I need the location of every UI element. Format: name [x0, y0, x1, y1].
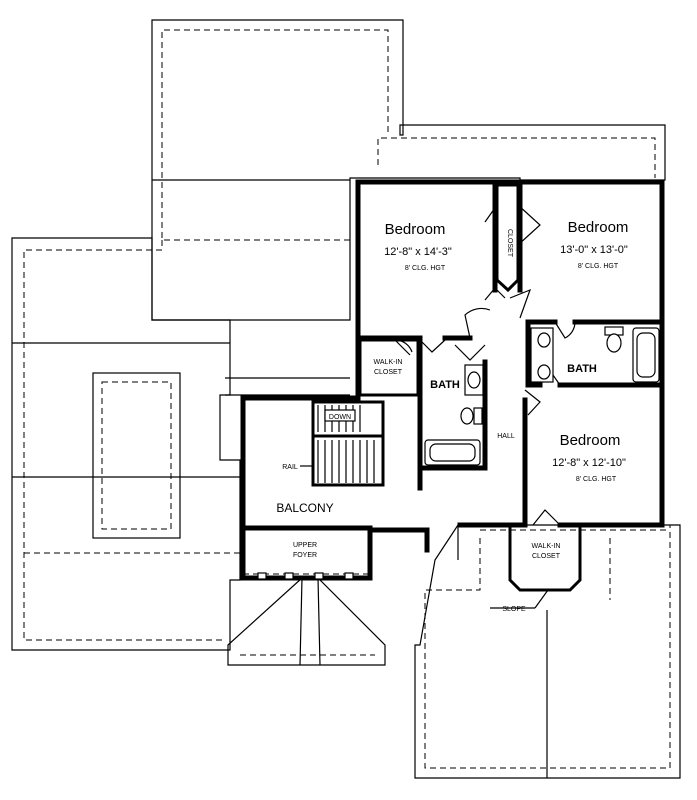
bath-left-toilet-tank — [473, 407, 483, 425]
walkin-closet-2-walls — [508, 525, 582, 592]
bath-right-tub-inner — [636, 332, 656, 378]
wall-exterior-top — [355, 179, 665, 528]
walkin-closet-1-label-1: WALK-IN — [374, 359, 403, 366]
bedroom-3-ceiling: 8' CLG. HGT — [576, 476, 617, 483]
bath-left-tub-inner — [429, 443, 476, 462]
roof-skylight — [92, 372, 181, 539]
roof-outlines — [11, 19, 681, 779]
door-bed3 — [524, 389, 541, 416]
foyer-window-3 — [314, 572, 324, 580]
walkin-closet-1-label-2: CLOSET — [374, 369, 403, 376]
wall-right-bottom — [457, 397, 528, 528]
walkin-closet-1: WALK-IN CLOSET — [358, 338, 420, 397]
wall-bed1-bottom — [355, 335, 423, 398]
walkin-closet-1-box — [358, 338, 420, 397]
bedroom-2-ceiling: 8' CLG. HGT — [578, 263, 619, 270]
dash-left — [23, 240, 225, 641]
closet-center-walls — [495, 183, 520, 293]
foyer-window-4 — [344, 572, 354, 580]
bath-left-label: BATH — [430, 379, 460, 391]
stair-down-label: DOWN — [329, 414, 351, 421]
bedroom-1-ceiling: 8' CLG. HGT — [405, 265, 446, 272]
door-hall — [484, 287, 506, 301]
bedroom-2: Bedroom 13'-0" x 13'-0" 8' CLG. HGT — [560, 219, 628, 270]
bedroom-1: Bedroom 12'-8" x 14'-3" 8' CLG. HGT — [384, 221, 452, 272]
roof-front-hip-2 — [317, 577, 321, 666]
bedroom-2-name: Bedroom — [568, 219, 629, 236]
walkin-closet-2-label-1: WALK-IN — [532, 543, 561, 550]
foyer-window-1 — [257, 572, 267, 580]
roof-top-garage — [151, 19, 666, 321]
dash-skylight — [101, 381, 172, 530]
upper-foyer-label-1: UPPER — [293, 542, 317, 549]
bath-right-toilet — [606, 333, 622, 353]
walkin-closet-2: WALK-IN CLOSET SLOPE — [490, 525, 582, 613]
closet-center-door-2 — [484, 204, 498, 223]
wall-balcony-outline — [240, 395, 430, 581]
walkin-closet-1-door — [394, 339, 413, 356]
roof-front-hip-1 — [299, 577, 303, 666]
dash-right — [424, 525, 671, 769]
bath-left-sink — [467, 371, 481, 389]
rail-label: RAIL — [282, 464, 298, 471]
bedroom-3-name: Bedroom — [560, 432, 621, 449]
door-bath-left-2 — [454, 344, 486, 361]
bedroom-3-dims: 12'-8" x 12'-10" — [552, 457, 626, 469]
roof-right-wing — [414, 524, 681, 779]
bedroom-1-name: Bedroom — [385, 221, 446, 238]
walls — [240, 179, 665, 581]
door-walkin-2 — [532, 509, 561, 526]
stair-down-box — [324, 409, 356, 422]
stair: DOWN RAIL — [282, 400, 385, 487]
slope-label: SLOPE — [502, 606, 526, 613]
bedroom-3: Bedroom 12'-8" x 12'-10" 8' CLG. HGT — [552, 432, 626, 483]
foyer-window-2 — [284, 572, 294, 580]
hall-label: HALL — [497, 433, 515, 440]
bath-right-label: BATH — [567, 363, 597, 375]
dash-top — [161, 29, 389, 241]
door-bed2 — [509, 288, 532, 319]
dash-top-right — [377, 137, 656, 178]
stair-box — [311, 400, 385, 487]
bedroom-2-dims: 13'-0" x 13'-0" — [560, 244, 628, 256]
walkin-closet-2-label-2: CLOSET — [532, 553, 561, 560]
foyer-front — [243, 572, 370, 580]
upper-foyer-label-2: FOYER — [293, 552, 317, 559]
slope-arrow — [534, 589, 549, 609]
roof-left-wing — [11, 237, 241, 651]
bath-right-fixtures: BATH — [530, 326, 660, 383]
bath-left-toilet — [460, 407, 474, 425]
closet-center-door-1 — [517, 204, 541, 246]
roof-front-gable — [227, 577, 386, 666]
door-bed1 — [464, 307, 491, 339]
bath-left-fixtures: BATH — [424, 364, 484, 466]
door-bath-right — [554, 321, 576, 339]
closet-center: CLOSET — [484, 183, 541, 293]
balcony-label: BALCONY — [276, 501, 333, 515]
dashed-projections — [23, 29, 671, 769]
bath-right-sink-2 — [537, 364, 551, 380]
bath-right-sink-1 — [537, 332, 551, 348]
bedroom-1-dims: 12'-8" x 14'-3" — [384, 246, 452, 258]
closet-center-label: CLOSET — [506, 229, 513, 258]
door-bath-left — [419, 339, 446, 353]
